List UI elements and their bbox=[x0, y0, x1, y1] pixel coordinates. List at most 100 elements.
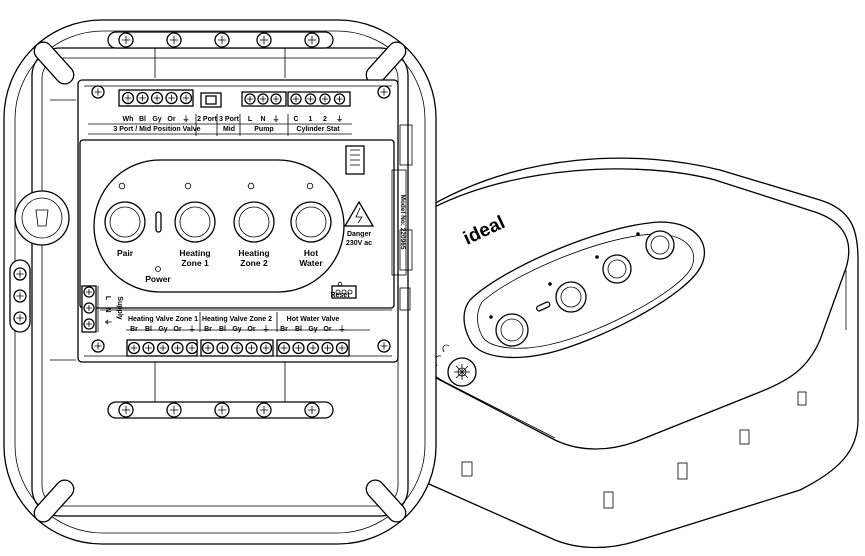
screw-slot bbox=[273, 96, 279, 102]
screw-slot bbox=[248, 344, 255, 352]
screw-slot bbox=[169, 405, 179, 415]
screw-slot bbox=[130, 344, 138, 352]
screw-slot bbox=[86, 289, 92, 295]
terminal-pin-label: Bl bbox=[219, 326, 226, 333]
indicator-led bbox=[247, 182, 255, 190]
terminal-pin-label: ⏚ bbox=[339, 325, 346, 333]
button-1 bbox=[104, 201, 146, 243]
screw-slot bbox=[309, 344, 317, 352]
status-light-bar bbox=[155, 211, 162, 233]
screw-slot bbox=[280, 344, 288, 352]
screw-slot bbox=[153, 94, 161, 102]
screw-slot bbox=[94, 88, 102, 96]
terminal-pin-label: Or bbox=[247, 326, 255, 333]
screw-slot bbox=[293, 96, 299, 102]
reset-label: Reset bbox=[330, 292, 350, 299]
terminal-pin-label: N bbox=[260, 116, 265, 123]
reset-pin bbox=[335, 289, 341, 295]
terminal-pin-label: 1 bbox=[309, 116, 313, 123]
screw-slot bbox=[86, 321, 92, 327]
terminal-pin-label: Gy bbox=[158, 326, 167, 333]
screw-slot bbox=[86, 305, 92, 311]
lock-icon bbox=[429, 344, 477, 387]
terminal-pin-label: Br bbox=[280, 326, 288, 333]
terminal-pin-label: Or bbox=[173, 326, 181, 333]
power-led bbox=[155, 266, 161, 272]
terminal-pin-label: ⏚ bbox=[183, 115, 190, 123]
screw-slot bbox=[233, 344, 241, 352]
terminal-pin-label: ⏚ bbox=[189, 325, 196, 333]
button-label: Heating bbox=[179, 248, 210, 258]
screw-slot bbox=[262, 344, 270, 352]
terminal-pin-label: ⏚ bbox=[336, 115, 343, 123]
switch-label: 2 Port bbox=[197, 116, 218, 123]
reset-pin bbox=[341, 289, 347, 295]
screw-slot bbox=[307, 35, 317, 45]
terminal-group-title: Pump bbox=[254, 126, 273, 133]
screw-slot bbox=[159, 344, 167, 352]
supply-pin-label: L bbox=[104, 296, 111, 301]
button-ring bbox=[238, 206, 270, 238]
terminal-group-title: Heating Valve Zone 2 bbox=[202, 316, 272, 323]
button-ring bbox=[109, 206, 141, 238]
screw-slot bbox=[307, 96, 314, 102]
button-ring bbox=[179, 206, 211, 238]
button-4 bbox=[290, 201, 332, 243]
danger-label: 230V ac bbox=[346, 240, 372, 247]
screw-slot bbox=[217, 405, 227, 415]
supply-pin-label: N bbox=[104, 307, 111, 312]
screw-slot bbox=[217, 35, 227, 45]
danger-label: Danger bbox=[347, 231, 371, 238]
button-label: Pair bbox=[117, 248, 134, 258]
terminal-pin-label: Or bbox=[167, 116, 175, 123]
terminal-pin-label: ⏚ bbox=[263, 325, 270, 333]
button-label: Zone 1 bbox=[181, 258, 209, 268]
reset-pin bbox=[347, 289, 353, 295]
screw-slot bbox=[247, 96, 253, 102]
open-unit bbox=[3, 19, 437, 545]
screw-slot bbox=[259, 35, 269, 45]
button-label: Heating bbox=[238, 248, 269, 258]
indicator-led bbox=[118, 182, 126, 190]
button-3 bbox=[233, 201, 275, 243]
switch-label: Mid bbox=[223, 126, 235, 133]
supply-pin-label: ⏚ bbox=[104, 319, 112, 326]
screw-slot bbox=[94, 342, 102, 350]
indicator-led bbox=[184, 182, 192, 190]
button-2 bbox=[174, 201, 216, 243]
screw-slot bbox=[16, 292, 24, 300]
screw-slot bbox=[336, 96, 343, 102]
terminal-pin-label: Bl bbox=[139, 116, 146, 123]
model-number: Model No: 220965 bbox=[399, 195, 406, 250]
screw-slot bbox=[168, 94, 175, 102]
screw-slot bbox=[204, 344, 212, 352]
closed-unit: ideal bbox=[387, 157, 859, 549]
terminal-pin-label: Br bbox=[130, 326, 138, 333]
power-label: Power bbox=[145, 274, 171, 284]
screw-slot bbox=[324, 344, 331, 352]
supply-title: Supply bbox=[116, 296, 123, 319]
button-ring bbox=[295, 206, 327, 238]
terminal-group-title: Hot Water Valve bbox=[287, 316, 340, 323]
terminal-pin-label: 2 bbox=[323, 116, 327, 123]
terminal-pin-label: Bl bbox=[295, 326, 302, 333]
screw-slot bbox=[121, 405, 131, 415]
terminal-group-title: Cylinder Stat bbox=[296, 126, 340, 133]
terminal-pin-label: Gy bbox=[308, 326, 317, 333]
terminal-pin-label: Bl bbox=[145, 326, 152, 333]
button-label: Zone 2 bbox=[240, 258, 268, 268]
terminal-group-title: Heating Valve Zone 1 bbox=[128, 316, 198, 323]
screw-slot bbox=[380, 88, 388, 96]
screw-slot bbox=[307, 405, 317, 415]
screw-slot bbox=[188, 344, 196, 352]
terminal-pin-label: L bbox=[248, 116, 253, 123]
screw-slot bbox=[380, 342, 388, 350]
screw-slot bbox=[322, 96, 328, 102]
screw-slot bbox=[16, 314, 24, 322]
terminal-pin-label: Gy bbox=[232, 326, 241, 333]
screw-slot bbox=[124, 94, 132, 102]
screw-slot bbox=[219, 344, 226, 352]
screw-slot bbox=[169, 35, 179, 45]
